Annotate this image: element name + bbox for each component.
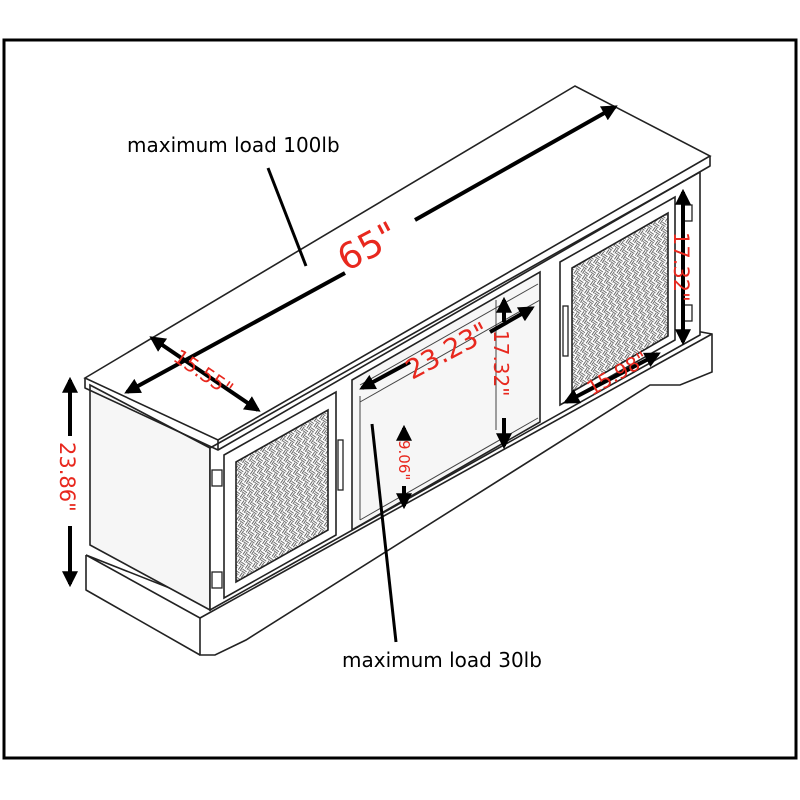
left-door-mesh (235, 408, 329, 584)
top-load-leader (266, 167, 308, 267)
image-border (2, 38, 798, 760)
dimension-arrows (62, 105, 691, 588)
door-height-dimension: 17.32" (669, 232, 693, 302)
top-load-label: maximum load 100lb (127, 133, 340, 157)
door-depth-arrow (563, 352, 661, 404)
shelf-load-label: maximum load 30lb (342, 648, 542, 672)
height-dimension: 23.86" (55, 442, 79, 512)
depth-arrow (149, 336, 261, 412)
tv-stand-drawing (83, 85, 713, 656)
shelf-load-leader (370, 423, 398, 643)
shelf-gap-dimension: 9.06" (395, 440, 413, 480)
right-door-mesh (571, 211, 669, 394)
opening-width-arrow-right (489, 306, 535, 334)
opening-height-dimension: 17.32" (489, 330, 513, 396)
middle-opening (351, 270, 541, 532)
width-arrow-right (414, 105, 618, 222)
opening-width-arrow-left (359, 360, 411, 390)
